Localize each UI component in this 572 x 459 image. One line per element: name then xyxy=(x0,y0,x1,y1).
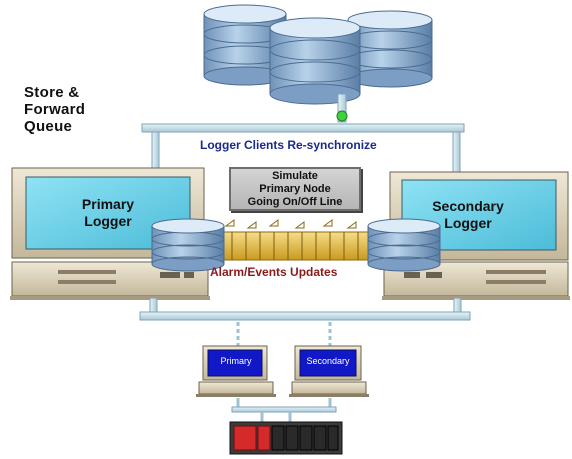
simulate-button-line-2: Primary Node xyxy=(259,182,331,195)
store-forward-queue-title: Store & Forward Queue xyxy=(24,84,144,135)
secondary-local-database-icon xyxy=(367,218,441,272)
database-stack-back-right-icon xyxy=(347,10,433,88)
secondary-logger-label: Secondary Logger xyxy=(418,198,518,232)
secondary-logger-line-1: Secondary xyxy=(432,198,504,214)
title-line-2: Forward xyxy=(24,101,86,118)
plc-controller-icon xyxy=(229,421,343,455)
alarm-event-packet-stream xyxy=(221,219,373,261)
client-secondary-label: Secondary xyxy=(306,356,350,366)
client-primary-label: Primary xyxy=(220,356,252,366)
primary-logger-label: Primary Logger xyxy=(58,196,158,230)
title-line-3: Queue xyxy=(24,118,73,135)
primary-local-database-icon xyxy=(151,218,225,272)
simulate-button-line-3: Going On/Off Line xyxy=(247,195,343,208)
primary-logger-line-1: Primary xyxy=(81,196,135,212)
resync-label: Logger Clients Re-synchronize xyxy=(200,138,377,152)
logger-client-network-bus xyxy=(139,297,471,346)
central-database-cluster-icon xyxy=(203,4,433,105)
database-stack-front-icon xyxy=(269,17,361,105)
database-connector xyxy=(336,93,348,123)
simulate-button-line-1: Simulate xyxy=(272,169,318,182)
simulate-primary-node-button[interactable]: Simulate Primary Node Going On/Off Line xyxy=(229,167,361,211)
alarm-events-updates-label: Alarm/Events Updates xyxy=(210,265,338,279)
secondary-logger-line-2: Logger xyxy=(444,215,492,231)
title-line-1: Store & xyxy=(24,84,80,101)
controller-network-link xyxy=(231,398,337,424)
primary-logger-workstation-icon xyxy=(10,167,210,300)
primary-logger-line-2: Logger xyxy=(84,213,132,229)
client-primary-computer-icon xyxy=(196,345,276,397)
client-secondary-computer-icon xyxy=(289,345,369,397)
